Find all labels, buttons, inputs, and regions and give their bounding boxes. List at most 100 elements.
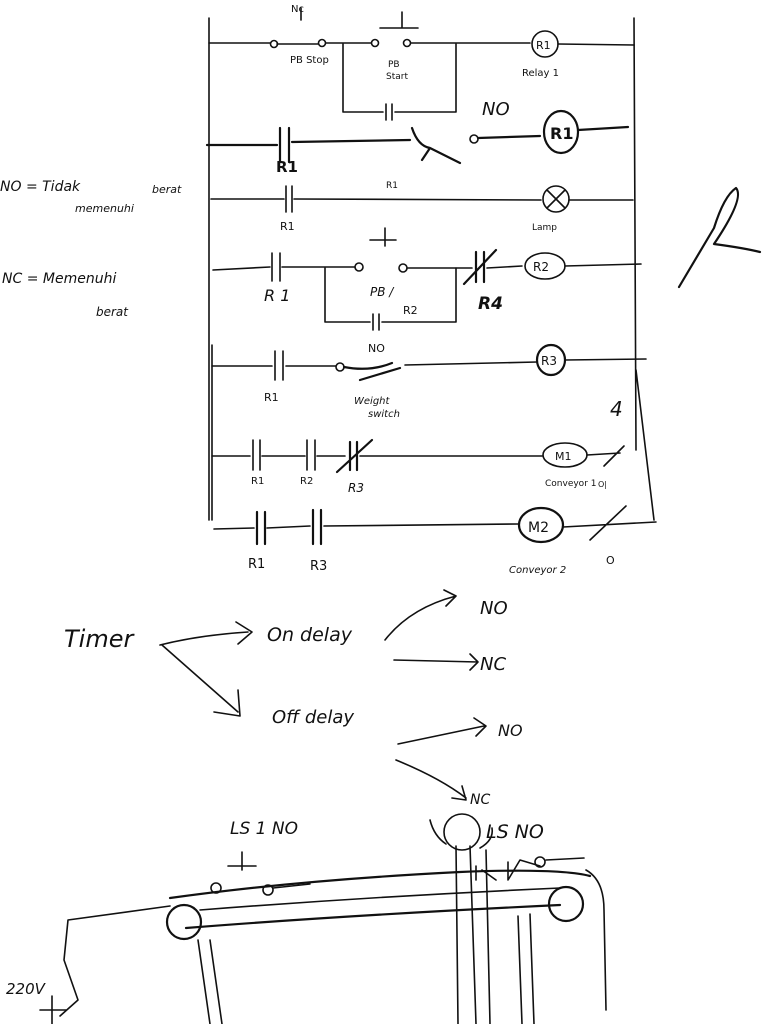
rung2-switch — [410, 126, 462, 165]
rung4-r4-label: R4 — [478, 294, 503, 314]
stop-contact-right-terminal — [317, 38, 327, 48]
on-delay-label: On delay — [267, 624, 353, 646]
on-delay-no: NO — [480, 598, 508, 619]
rung7-end-mark: O — [606, 554, 615, 567]
rung7-r3-contact — [311, 508, 323, 546]
off-delay-nc: NC — [470, 792, 490, 808]
rung2-r1-label: R1 — [276, 158, 298, 176]
power-wire — [59, 905, 171, 1017]
side-mark: 4 — [610, 397, 623, 421]
rung4-r1-label: R 1 — [264, 286, 290, 305]
nc-definition-2: berat — [96, 305, 129, 319]
start-button-label-1: PB — [388, 60, 400, 70]
holding-contact-r1 — [385, 103, 393, 121]
lamp — [542, 185, 570, 213]
rung6-r1-label: R1 — [251, 476, 264, 487]
stop-button-label: PB Stop — [290, 55, 329, 66]
start-button-actuator — [379, 11, 419, 29]
rung5-r1-contact — [274, 350, 284, 381]
relay-1-caption: Relay 1 — [522, 68, 559, 79]
rung3-r1-label: R1 — [280, 220, 295, 233]
no-definition-1: NO = Tidak — [0, 179, 81, 195]
rung4-r4-nc-contact — [462, 248, 498, 286]
conveyor-1-caption: Conveyor 1 — [545, 479, 596, 489]
conveyor-right-frame — [585, 869, 607, 1011]
off-delay-no: NO — [498, 721, 523, 740]
rung7-r1-label: R1 — [248, 557, 265, 572]
rung-7: R1 R3 M2 Conveyor 2 O — [213, 505, 657, 576]
weight-switch — [342, 361, 402, 382]
conveyor-2-motor — [517, 506, 565, 544]
limit-switch-1-label: LS 1 NO — [230, 819, 298, 839]
rung6-r2-contact — [306, 439, 316, 471]
on-delay-no-arrow — [384, 589, 457, 641]
rung2-switch-terminal — [469, 134, 479, 144]
signature-scribble — [677, 186, 762, 289]
contact-definitions: NO = Tidak berat memenuhi NC = Memenuhi … — [0, 179, 182, 319]
rung6-r3-label: R3 — [348, 481, 364, 495]
rung-6: R1 R2 R3 M1 Conveyor 1 O| — [211, 438, 625, 495]
conveyor-sketch: LS 1 NO LS NO 220V — [6, 813, 607, 1024]
start-contact-left-terminal — [370, 38, 380, 48]
lamp-cross — [546, 189, 566, 209]
off-delay-nc-arrow — [395, 759, 467, 801]
rung2-coil-label: R1 — [550, 124, 573, 143]
rung7-r3-label: R3 — [310, 559, 327, 574]
limit-switch-2-terminal — [534, 856, 546, 868]
rung6-r3-nc-contact — [335, 438, 374, 474]
rung2-switch-label: NO — [482, 99, 510, 120]
rung6-end-mark: O| — [598, 480, 607, 489]
ladder-diagram: Nc PB Stop PB Start R1 Relay 1 R1 — [205, 4, 657, 576]
rung1-top-label: Nc — [291, 4, 304, 15]
rung4-pb-right-terminal — [398, 263, 408, 273]
limit-switch-2-label: LS NO — [486, 821, 544, 843]
nc-definition-1: NC = Memenuhi — [2, 271, 116, 287]
rung3-r1-contact — [285, 185, 293, 213]
no-definition-3: memenuhi — [75, 202, 134, 215]
rung-5: R1 NO Weight switch R3 4 — [211, 342, 647, 421]
rung5-coil-label: R3 — [541, 354, 557, 368]
rung6-r2-label: R2 — [300, 476, 313, 487]
rung2-coil — [542, 109, 580, 155]
power-terminal — [39, 995, 67, 1024]
timer-notes: Timer On delay Off delay NO NC NO NC — [64, 589, 523, 808]
weight-switch-caption-2: switch — [368, 409, 400, 420]
conveyor-left-leg — [197, 939, 223, 1024]
rung6-r1-contact — [252, 439, 261, 471]
conveyor-1-motor-label: M1 — [555, 450, 572, 463]
timer-to-off-delay-arrow — [161, 644, 241, 717]
timer-to-on-delay-arrow — [159, 621, 253, 646]
rung4-coil-label: R2 — [533, 260, 549, 274]
rung-3: R1 R1 Lamp — [210, 181, 634, 233]
sensor-post — [455, 845, 491, 1024]
right-rail-lower — [635, 369, 655, 521]
right-power-rail — [633, 17, 637, 451]
supply-voltage-label: 220V — [6, 980, 47, 998]
rung-2: R1 NO R1 — [205, 99, 630, 176]
rung5-r1-label: R1 — [264, 391, 279, 404]
start-contact-right-terminal — [402, 38, 412, 48]
weight-switch-caption-1: Weight — [354, 396, 391, 407]
rung-4: R 1 PB / R2 R4 R2 — [212, 227, 642, 331]
conveyor-middle-leg — [517, 913, 535, 1024]
limit-switch-1-right-terminal — [262, 884, 274, 896]
off-delay-label: Off delay — [272, 707, 354, 728]
rung4-hold-contact — [372, 313, 380, 331]
rung3-middle-label: R1 — [386, 181, 398, 191]
conveyor-belt-bottom — [184, 903, 562, 930]
lamp-caption: Lamp — [532, 223, 557, 233]
limit-switch-1-actuator — [227, 851, 257, 871]
rung-1: Nc PB Stop PB Start R1 Relay 1 — [208, 4, 635, 121]
rung4-pb-actuator — [369, 227, 397, 247]
rung4-pb-left-terminal — [354, 262, 364, 272]
off-delay-no-arrow — [397, 717, 487, 745]
start-button-label-2: Start — [386, 72, 408, 82]
on-delay-nc: NC — [480, 654, 506, 675]
weight-switch-top-label: NO — [368, 342, 385, 355]
rung4-pb-label: PB / — [370, 285, 395, 299]
conveyor-left-roller — [165, 903, 203, 941]
weight-switch-terminal — [335, 362, 345, 372]
rung4-hold-label: R2 — [403, 304, 418, 317]
conveyor-2-motor-label: M2 — [528, 520, 549, 536]
